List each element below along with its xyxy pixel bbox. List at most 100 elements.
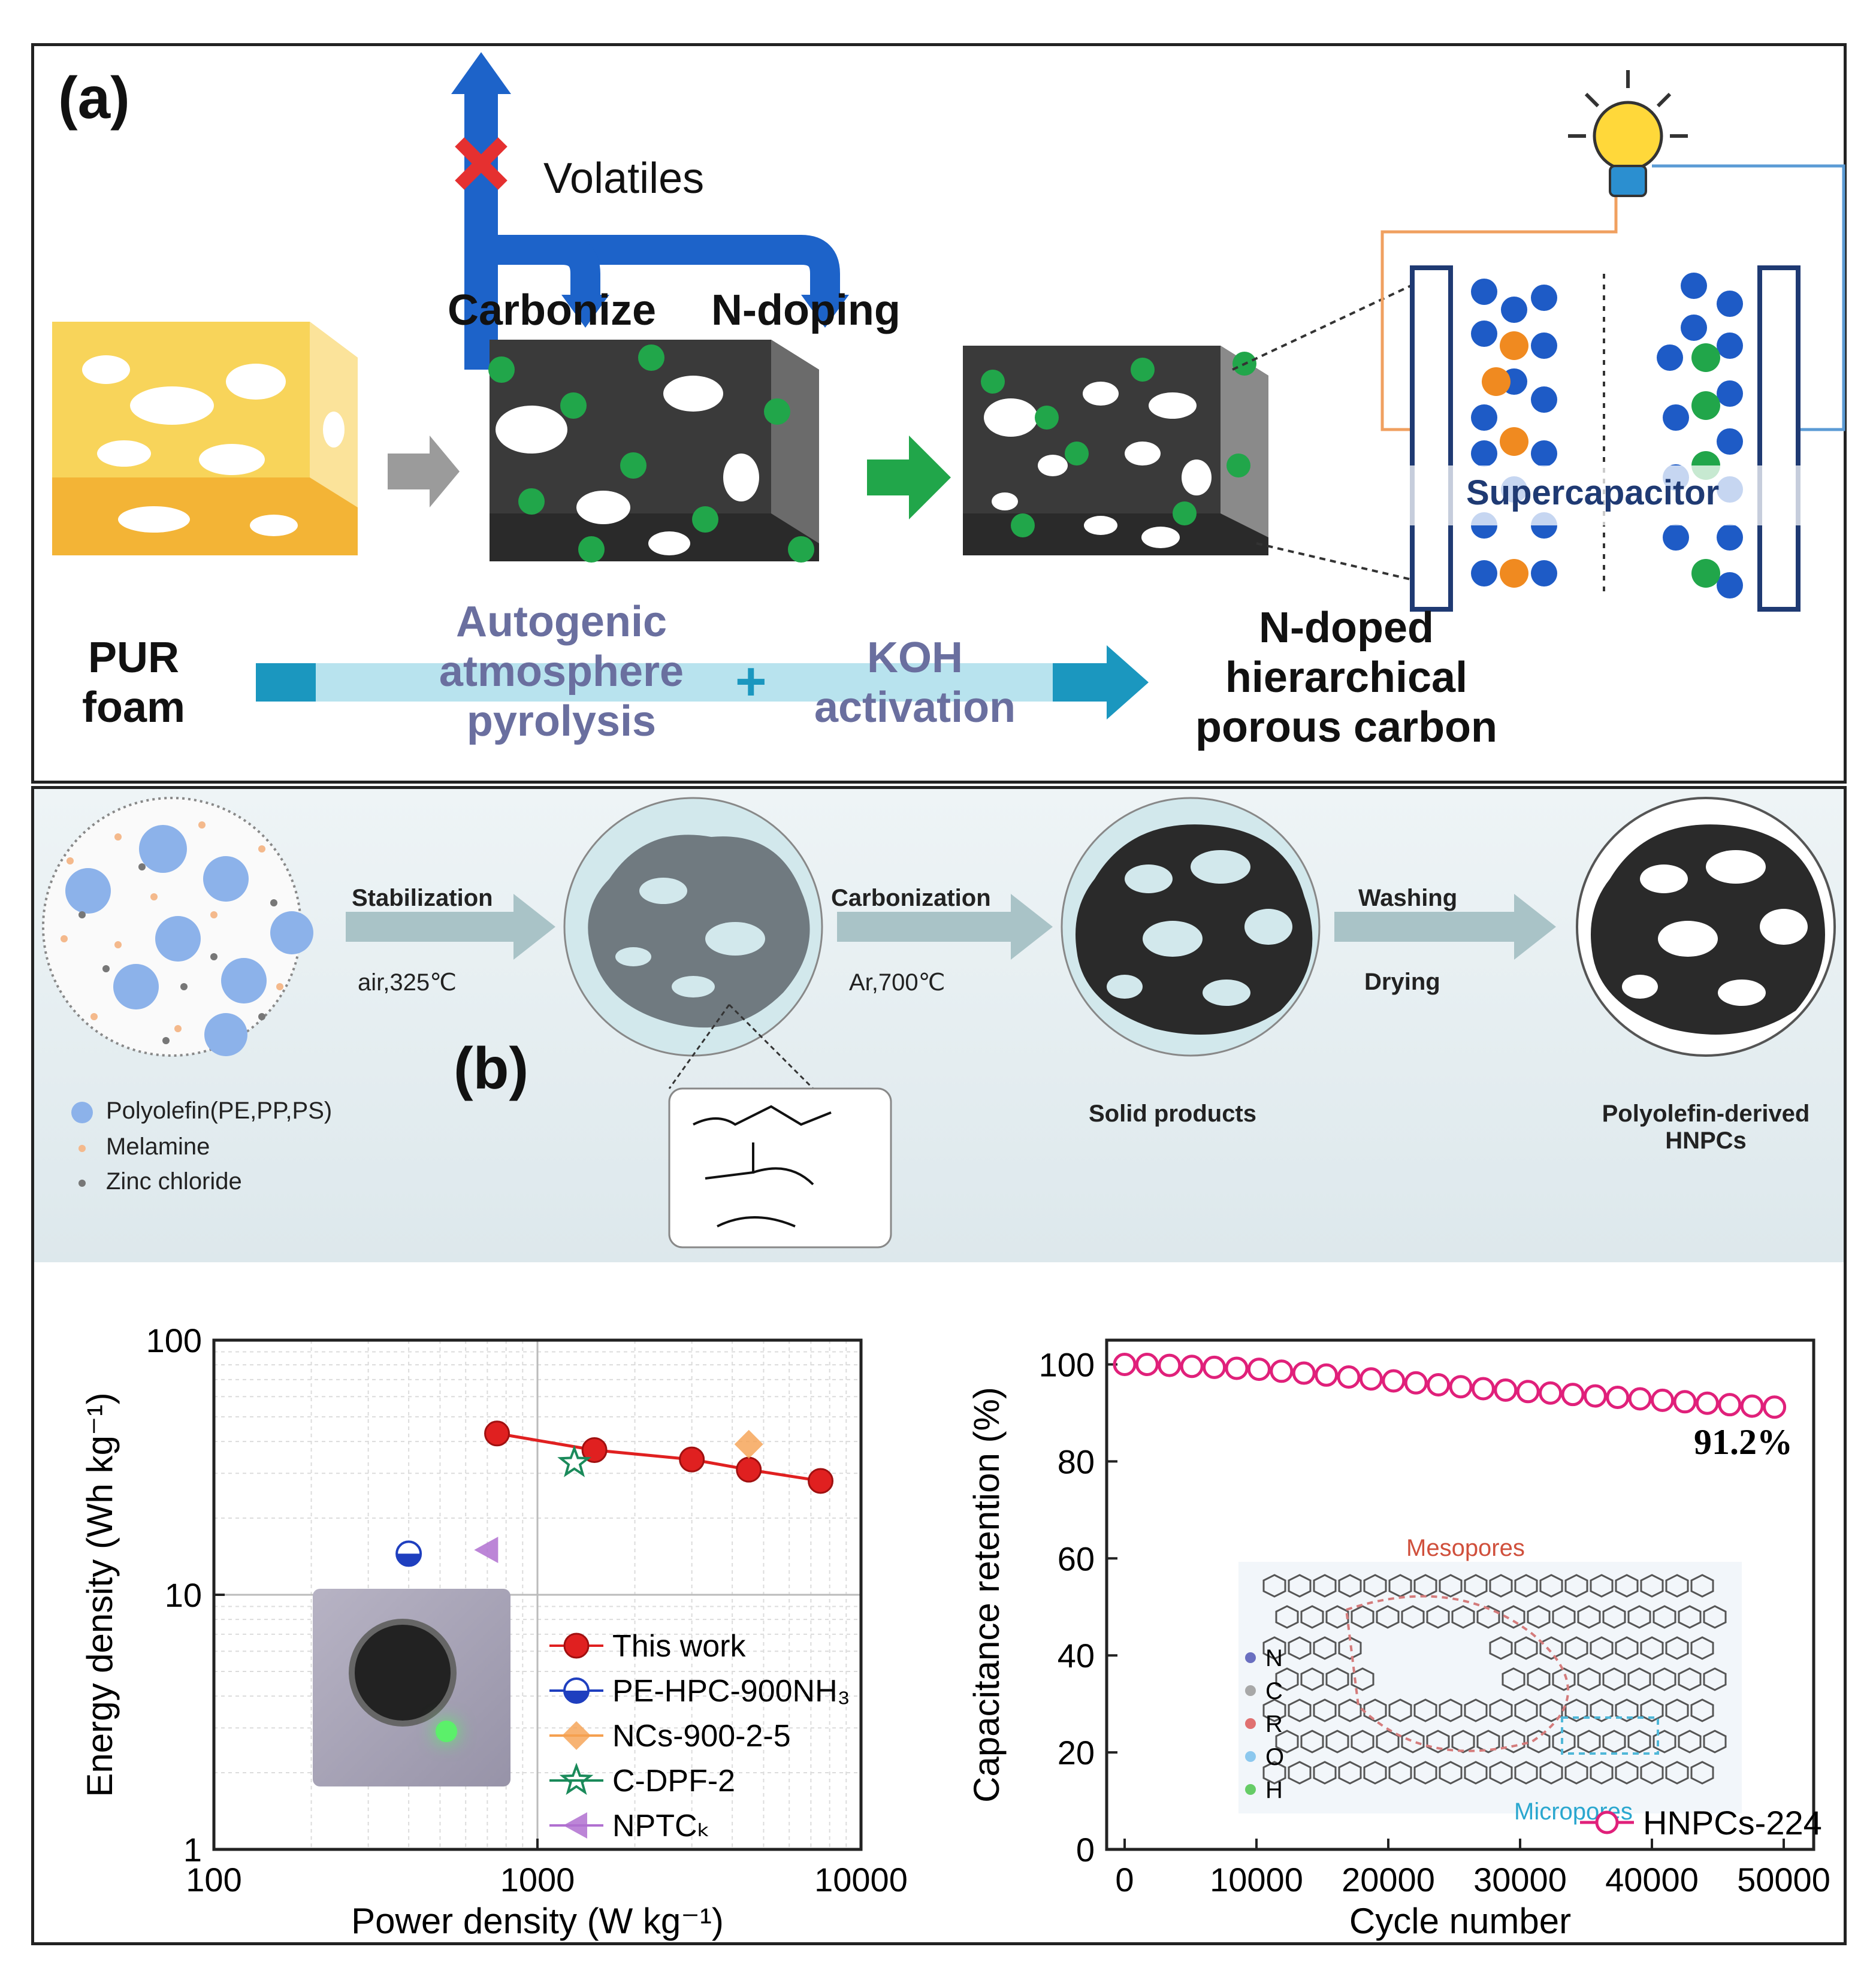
step3-bottom-label: Drying [1364,969,1440,995]
carbon-ring [1502,1730,1525,1754]
carbon-ring [1338,1761,1362,1785]
carbon-ring [1426,1730,1450,1754]
carbon-ring [1388,1698,1412,1722]
data-point [1651,1388,1675,1412]
y-tick-label: 100 [146,1322,202,1359]
final-product-circle [1576,797,1836,1057]
carbon-ring [1514,1636,1538,1660]
atom-legend-dot [1245,1652,1256,1663]
carbon-ring [1690,1761,1714,1785]
carbon-ring [1476,1730,1500,1754]
carbon-ring [1653,1667,1676,1691]
arrow-carbonization [837,894,1053,960]
carbon-ring [1464,1761,1488,1785]
carbon-ring [1539,1698,1563,1722]
supercapacitor-label: Supercapacitor [1466,473,1720,512]
carbon-ring [1514,1761,1538,1785]
carbon-ring [1451,1605,1475,1629]
x-tick-label: 40000 [1605,1861,1699,1899]
carbon-ring [1502,1605,1525,1629]
solid-products-label: Solid products [1089,1101,1256,1127]
carbon-ring [1262,1698,1286,1722]
legend-label: NCs-900-2-5 [612,1719,791,1754]
carbon-ring [1325,1730,1349,1754]
data-point [557,1444,591,1477]
carbonize-label: Carbonize [448,286,657,334]
carbon-ring [1388,1761,1412,1785]
carbon-ring [1703,1605,1727,1629]
data-point [1695,1391,1719,1415]
data-point [1427,1373,1451,1396]
carbon-ring [1678,1605,1702,1629]
carbon-ring [1527,1730,1551,1754]
carbon-ring [1300,1667,1324,1691]
carbon-ring [1527,1605,1551,1629]
micropore-outline [1561,1716,1659,1755]
legend-label: PE-HPC-900NH₃ [612,1674,850,1709]
data-point [474,1537,499,1564]
green-arrow-icon [867,436,951,519]
carbon-ring [1351,1605,1374,1629]
carbon-ring [1514,1698,1538,1722]
carbon-ring [1640,1574,1664,1598]
data-point [1203,1355,1227,1379]
mixture-circle [42,797,313,1057]
carbon-ring [1665,1574,1689,1598]
koh-label: KOH activation [814,634,1016,731]
carbon-ring [1665,1761,1689,1785]
x-tick-label: 100 [186,1861,241,1899]
carbon-ring [1413,1698,1437,1722]
carbon-ring [1363,1698,1387,1722]
carbon-ring [1262,1761,1286,1785]
carbon-ring [1451,1730,1475,1754]
carbon-ring [1678,1667,1702,1691]
carbon-ring [1262,1636,1286,1660]
carbon-ring [1602,1667,1626,1691]
carbon-ring [1552,1667,1576,1691]
x-axis-label: Power density (W kg⁻¹) [351,1901,724,1941]
scheme-background [34,789,1844,1262]
carbon-ring [1275,1730,1299,1754]
data-point [1673,1390,1697,1414]
carbon-ring [1690,1636,1714,1660]
carbon-ring [1640,1636,1664,1660]
plus-label: + [735,652,767,712]
panel-b: Stabilization air,325℃ Carbonization Ar,… [31,786,1847,1945]
data-point [1270,1359,1294,1383]
atom-legend-label: H [1265,1777,1283,1803]
data-point [1628,1387,1652,1411]
data-point [563,1633,590,1659]
carbon-ring [1690,1698,1714,1722]
carbon-ring [1653,1730,1676,1754]
n-doping-label: N-doping [711,286,901,334]
carbon-ring [1262,1574,1286,1598]
data-point [1337,1365,1361,1389]
pur-foam-cube [52,322,358,555]
x-tick-label: 10000 [1210,1861,1303,1899]
carbon-ring [1539,1574,1563,1598]
carbon-ring [1275,1605,1299,1629]
data-point [559,1763,594,1795]
carbon-ring [1401,1605,1425,1629]
legend-polyolefin: Polyolefin(PE,PP,PS) [106,1098,333,1124]
carbon-ring [1300,1605,1324,1629]
carbon-ring [1338,1636,1362,1660]
volatiles-label: Volatiles [543,155,705,202]
carbon-ring [1275,1667,1299,1691]
light-bulb-icon [1568,70,1688,197]
carbon-ring [1564,1698,1588,1722]
data-point [1225,1356,1249,1380]
polyolefin-legend-icon [71,1102,93,1123]
step2-bottom-label: Ar,700℃ [849,969,945,996]
x-tick-label: 10000 [814,1861,908,1899]
carbon-ring [1590,1698,1614,1722]
carbon-ring [1640,1761,1664,1785]
y-tick-label: 1 [183,1831,202,1869]
volatiles-arrow [451,52,849,370]
atom-legend-label: R [1265,1711,1283,1737]
solid-products-circle [1061,797,1321,1057]
carbon-ring [1313,1761,1337,1785]
data-point [1247,1358,1271,1381]
carbon-ring [1401,1730,1425,1754]
autogenic-label: Autogenic atmosphere pyrolysis [439,598,684,745]
